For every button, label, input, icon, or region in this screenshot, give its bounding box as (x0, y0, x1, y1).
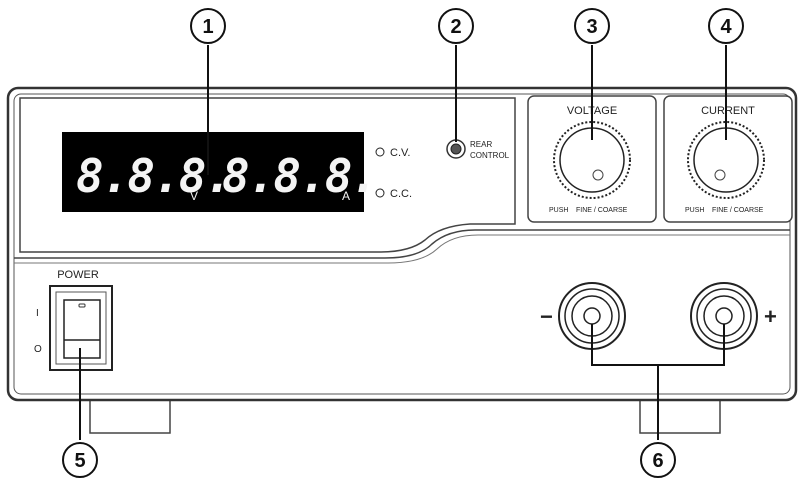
callout-3-number: 3 (586, 16, 597, 38)
callout-6-number: 6 (652, 450, 663, 472)
callout-2-number: 2 (450, 16, 461, 38)
power-title: POWER (57, 269, 99, 281)
voltage-digits: 8.8.8. (76, 149, 230, 203)
power-on-mark: I (36, 308, 39, 319)
power-off-mark: O (34, 344, 42, 355)
callout-1: 1 (190, 8, 226, 44)
current-unit: A (342, 189, 350, 203)
callout-4: 4 (708, 8, 744, 44)
callout-6: 6 (640, 442, 676, 478)
rear-control-label-1: REAR (470, 140, 492, 149)
callout-1-number: 1 (202, 16, 213, 38)
cv-label: C.V. (390, 147, 410, 159)
rear-control-led (450, 143, 462, 155)
cc-label: C.C. (390, 188, 412, 200)
power-switch-rocker[interactable] (63, 299, 101, 359)
voltage-push-label: PUSH (549, 207, 568, 214)
chassis-inner (13, 93, 791, 395)
voltage-knob-indicator (592, 169, 604, 181)
callout-5-number: 5 (74, 450, 85, 472)
power-switch-led (78, 303, 86, 308)
rear-control-label-2: CONTROL (470, 151, 510, 160)
callout-4-number: 4 (720, 16, 732, 38)
negative-terminal-post (583, 307, 601, 325)
callout-2: 2 (438, 8, 474, 44)
panel-divider-curve-inner (14, 234, 790, 264)
callout-5: 5 (62, 442, 98, 478)
current-digits: 8.8.8. (222, 149, 376, 203)
panel-divider-curve (14, 229, 790, 259)
current-mode-label: FINE / COARSE (712, 207, 764, 214)
leader-6 (591, 324, 725, 440)
right-foot (639, 397, 721, 434)
current-title: CURRENT (701, 105, 755, 117)
cc-led (375, 188, 385, 198)
left-foot (89, 397, 171, 434)
upper-panel-outline (19, 97, 516, 253)
callout-3: 3 (574, 8, 610, 44)
current-push-label: PUSH (685, 207, 704, 214)
cv-led (375, 147, 385, 157)
voltage-mode-label: FINE / COARSE (576, 207, 628, 214)
positive-terminal-post (715, 307, 733, 325)
display-window (62, 132, 364, 212)
current-knob-indicator (714, 169, 726, 181)
positive-sign: + (764, 304, 777, 329)
negative-sign: − (540, 304, 553, 329)
voltage-unit: V (190, 189, 198, 203)
